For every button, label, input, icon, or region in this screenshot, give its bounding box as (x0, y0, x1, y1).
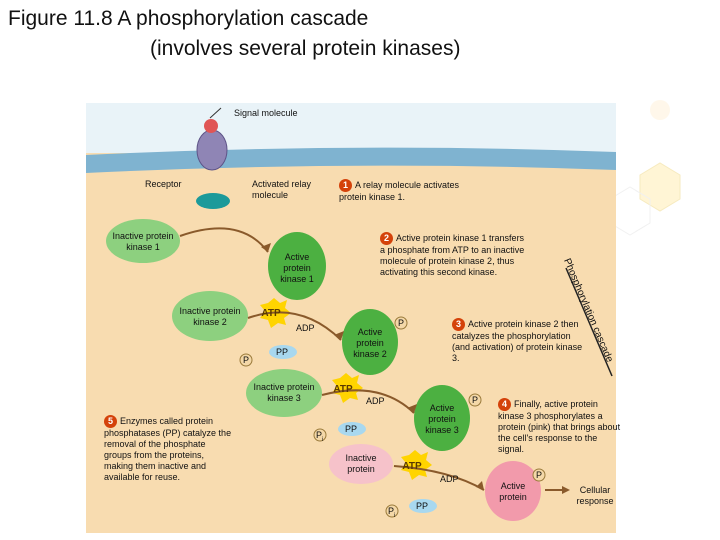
atp-label-2: ATP (333, 384, 353, 395)
inactive-pk1-label: Inactive protein kinase 1 (112, 231, 174, 252)
active-pk2-label: Active protein kinase 2 (353, 326, 387, 359)
active-pk1-shape (268, 232, 326, 300)
step-3-badge: 3 (452, 318, 465, 331)
inactive-protein-shape (329, 444, 393, 484)
step-3-text: Active protein kinase 2 then catalyzes t… (452, 318, 583, 363)
active-protein-shape (485, 461, 541, 521)
figure-title-line2: (involves several protein kinases) (150, 37, 461, 60)
inactive-pk2-shape (172, 291, 248, 341)
phosphate-pk3: P (472, 395, 479, 405)
pi-label-3: Pi (388, 506, 396, 519)
atp-label-3: ATP (402, 461, 422, 472)
inactive-pk3-label: Inactive protein kinase 3 (253, 382, 315, 403)
receptor-shape (196, 129, 228, 171)
relay-molecule-shape (196, 193, 230, 209)
inactive-pk3-shape (246, 369, 322, 417)
pi-label-1: P (243, 355, 250, 365)
background-decoration (609, 100, 681, 236)
cellular-response-label: Cellular response (576, 485, 614, 506)
step-2-text: Active protein kinase 1 transfers a phos… (380, 232, 525, 277)
pp-label-2: PP (345, 424, 358, 434)
active-pk1-label: Active protein kinase 1 (280, 251, 314, 284)
adp-label-3: ADP (440, 474, 459, 484)
activated-relay-label: Activated relay molecule (252, 179, 312, 200)
atp-label-1: ATP (261, 308, 281, 319)
inactive-protein-label: Inactive protein (345, 453, 377, 474)
active-protein-label: Active protein (499, 481, 527, 502)
adp-label-2: ADP (366, 396, 385, 406)
step-1-badge: 1 (339, 179, 352, 192)
step-1-text: A relay molecule activates protein kinas… (339, 179, 460, 202)
phosphate-pk2: P (398, 318, 405, 328)
active-pk2-shape (342, 309, 398, 375)
inactive-pk1-shape (106, 219, 180, 263)
signal-molecule-shape (204, 119, 218, 133)
phosphate-protein: P (536, 470, 543, 480)
adp-label-1: ADP (296, 323, 315, 333)
step-2-badge: 2 (380, 232, 393, 245)
step-5-badge: 5 (104, 415, 117, 428)
pp-label-3: PP (416, 501, 429, 511)
pp-label-1: PP (276, 347, 289, 357)
step-5-text: Enzymes called protein phosphatases (PP)… (104, 415, 232, 482)
inactive-pk2-label: Inactive protein kinase 2 (179, 306, 241, 327)
step-4-text: Finally, active protein kinase 3 phospho… (498, 398, 621, 454)
pi-label-2: Pi (316, 430, 324, 443)
step-4-badge: 4 (498, 398, 511, 411)
figure-title-line1: Figure 11.8 A phosphorylation cascade (8, 7, 369, 30)
receptor-label: Receptor (145, 179, 182, 189)
active-pk3-shape (414, 385, 470, 451)
active-pk3-label: Active protein kinase 3 (425, 402, 459, 435)
signal-molecule-label: Signal molecule (234, 108, 298, 118)
